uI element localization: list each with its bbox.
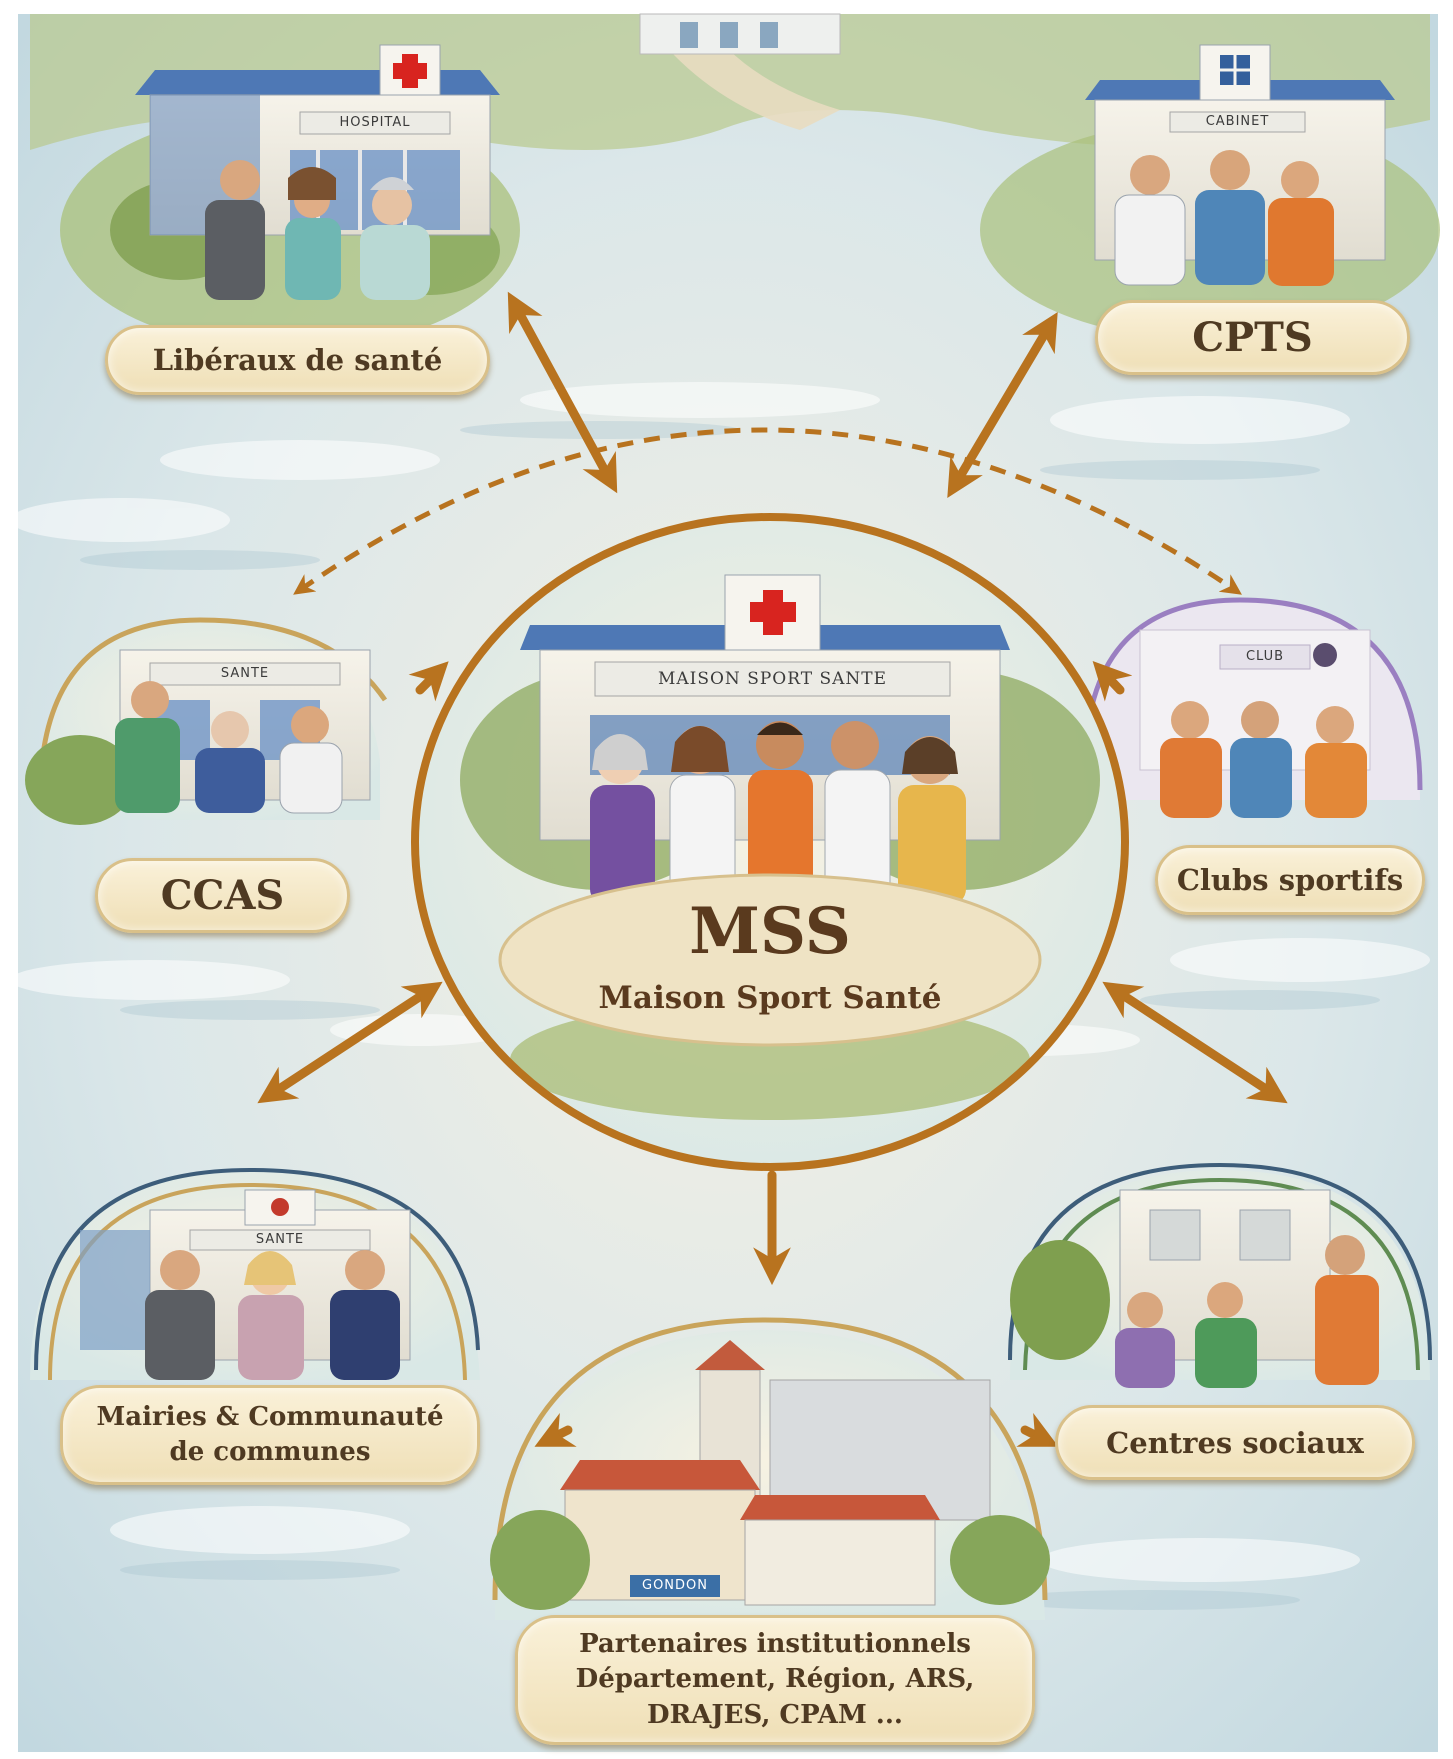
cpts-scene <box>980 44 1440 340</box>
label-centres-sociaux: Centres sociaux <box>1055 1405 1415 1480</box>
mss-building-sign: MAISON SPORT SANTE <box>657 669 888 689</box>
cpts-building-sign: CABINET <box>1205 114 1270 129</box>
label-mairies-line2: de communes <box>169 1437 371 1467</box>
mss-acronym: MSS <box>689 894 851 969</box>
label-inst-line3: DRAJES, CPAM ... <box>647 1699 903 1730</box>
label-inst-line1: Partenaires institutionnels <box>579 1629 971 1660</box>
liberaux-scene <box>60 44 520 350</box>
cloud-texture <box>10 382 1430 1582</box>
label-mairies-line1: Mairies & Communauté <box>96 1401 444 1432</box>
ccas-building-sign: SANTE <box>220 666 270 681</box>
mss-label-ellipse <box>498 873 1042 1047</box>
dashed-arc-ccas-clubs <box>293 427 1242 595</box>
arrow-ccas-in <box>408 661 449 702</box>
arrow-cpts <box>947 311 1058 499</box>
institutionnels-scene <box>490 1317 1050 1620</box>
hospital-sign: HOSPITAL <box>339 115 411 130</box>
label-inst-line2: Département, Région, ARS, <box>575 1664 975 1695</box>
label-ccas: CCAS <box>95 858 350 933</box>
centres-scene <box>1008 1162 1432 1388</box>
label-clubs-sportifs: Clubs sportifs <box>1155 845 1425 915</box>
label-partenaires-institutionnels: Partenaires institutionnels Département,… <box>515 1615 1035 1745</box>
label-cpts: CPTS <box>1095 300 1410 375</box>
club-logo-icon <box>1313 643 1337 667</box>
institution-plate: GONDON <box>642 1578 708 1593</box>
arrow-mairies <box>257 981 443 1104</box>
ccas-scene <box>25 617 388 825</box>
mairie-building-sign: SANTE <box>255 1232 305 1247</box>
mairies-scene <box>30 1167 480 1381</box>
clubs-scene <box>1075 597 1423 818</box>
mss-full-name: Maison Sport Santé <box>598 980 942 1016</box>
clubs-building-sign: CLUB <box>1245 649 1285 664</box>
label-liberaux-de-sante: Libéraux de santé <box>105 325 490 395</box>
hospital-roof <box>135 70 500 95</box>
arrow-clubs-in <box>1092 661 1133 702</box>
arrow-inst-left <box>534 1412 577 1447</box>
label-mairies: Mairies & Communauté de communes <box>60 1385 480 1485</box>
mss-ring <box>411 513 1129 1171</box>
arrow-inst-right <box>1016 1412 1059 1447</box>
arrow-centres <box>1102 981 1288 1104</box>
